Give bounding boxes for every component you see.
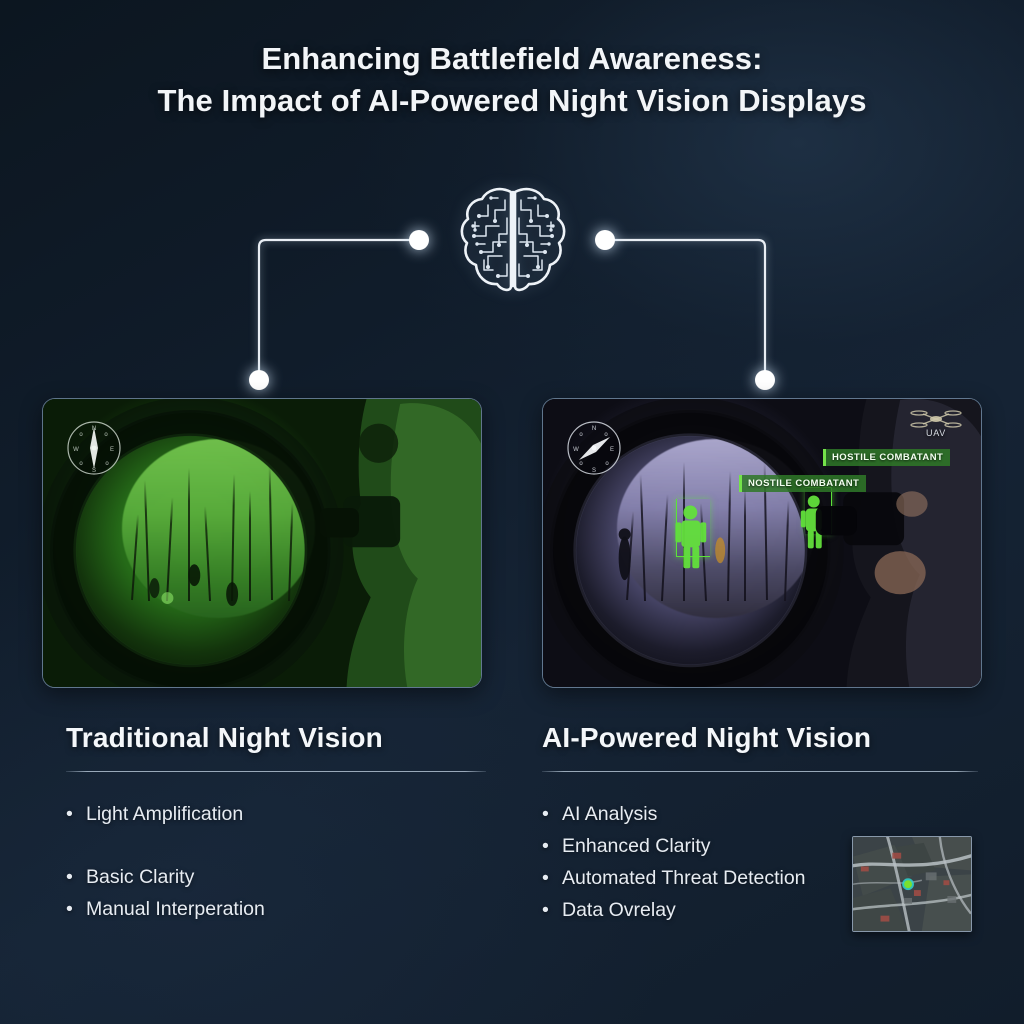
connector-dot-bottom-left [249, 370, 269, 390]
traditional-column: Traditional Night Vision Light Amplifica… [66, 722, 486, 925]
connector-dot-top-right [595, 230, 615, 250]
scope-barrel [543, 399, 844, 687]
list-item: AI Analysis [542, 798, 978, 830]
detection-label-1: NOSTILE COMBATANT [739, 475, 867, 492]
list-item: Enhanced Clarity [542, 830, 978, 862]
ai-night-vision-image: N E S W o o o o [542, 398, 982, 688]
compass-overlay: N E S W o o o o [565, 419, 623, 477]
svg-text:o: o [79, 461, 83, 467]
traditional-divider [66, 771, 486, 772]
svg-text:N: N [592, 426, 596, 432]
ai-heading: AI-Powered Night Vision [542, 722, 872, 753]
svg-text:S: S [592, 468, 596, 474]
svg-text:E: E [610, 447, 614, 453]
connector-path-left [257, 238, 420, 375]
traditional-heading: Traditional Night Vision [66, 722, 383, 753]
svg-text:o: o [104, 432, 108, 438]
list-item: Automated Threat Detection [542, 862, 978, 894]
list-item: Data Ovrelay [542, 894, 978, 926]
page-title: Enhancing Battlefield Awareness: The Imp… [0, 38, 1024, 122]
scope-barrel [43, 399, 344, 687]
svg-text:o: o [605, 461, 609, 467]
detection-label-2: HOSTILE COMBATANT [823, 449, 951, 466]
uav-label: UAV [926, 428, 946, 438]
svg-text:o: o [579, 432, 583, 438]
detection-bounding-box-1 [676, 499, 710, 557]
list-item: Light Amplification [66, 798, 486, 830]
title-line-2: The Impact of AI-Powered Night Vision Di… [157, 83, 867, 118]
svg-text:E: E [110, 447, 114, 453]
svg-text:S: S [92, 468, 96, 474]
title-line-1: Enhancing Battlefield Awareness: [261, 41, 763, 76]
ai-brain-circuit-icon [455, 178, 571, 300]
list-item: Manual Interperation [66, 893, 486, 925]
position-dot [904, 880, 912, 889]
svg-text:W: W [73, 447, 79, 453]
ai-feature-list: AI Analysis Enhanced Clarity Automated T… [542, 798, 978, 926]
connector-dot-bottom-right [755, 370, 775, 390]
traditional-night-vision-image: NE SW oo oo [42, 398, 482, 688]
tactical-minimap [852, 836, 972, 932]
drone-icon [910, 410, 962, 428]
soldier-silhouette [319, 399, 481, 687]
svg-text:o: o [579, 461, 583, 467]
list-item: Basic Clarity [66, 861, 486, 893]
ai-divider [542, 771, 978, 772]
scope-scene-purple: N E S W o o o o [543, 399, 981, 687]
traditional-feature-list: Light Amplification Basic Clarity Manual… [66, 798, 486, 925]
soldier-silhouette [816, 399, 981, 687]
tree-silhouettes [43, 399, 481, 687]
svg-text:o: o [105, 461, 109, 467]
scope-scene-green: NE SW oo oo [43, 399, 481, 687]
compass-overlay: NE SW oo oo [65, 419, 123, 477]
uav-marker: UAV [905, 407, 967, 438]
svg-text:o: o [604, 432, 608, 438]
connector-path-right [604, 238, 767, 375]
ai-column: AI-Powered Night Vision AI Analysis Enha… [542, 722, 978, 926]
svg-text:W: W [573, 447, 579, 453]
connector-dot-top-left [409, 230, 429, 250]
svg-text:o: o [79, 432, 83, 438]
